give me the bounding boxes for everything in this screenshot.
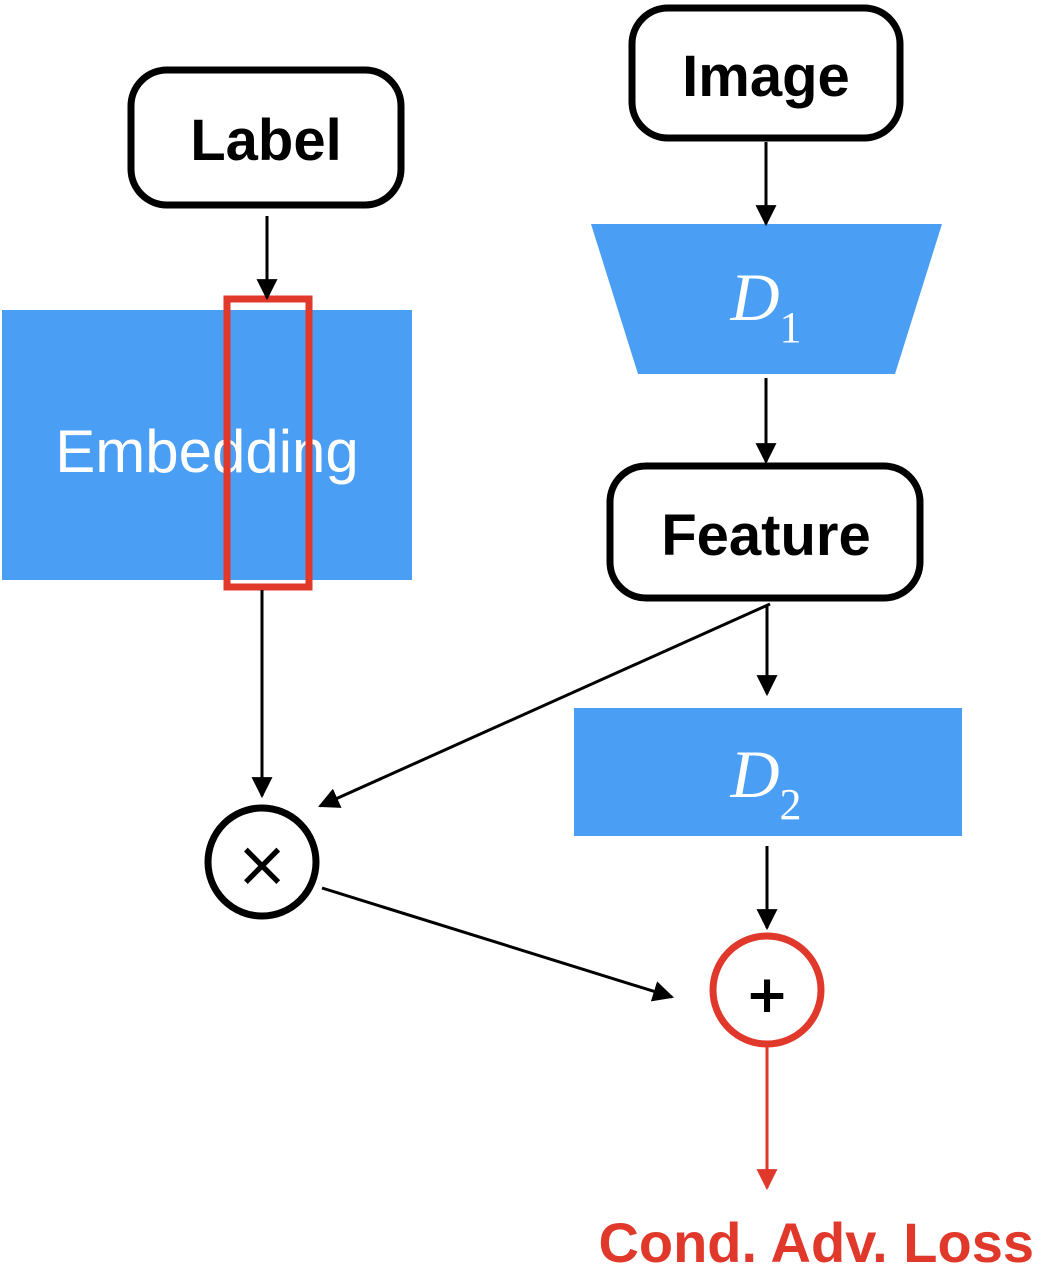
edge-multiply-to-add bbox=[321, 886, 675, 1002]
edge-feature-to-multiply bbox=[318, 602, 771, 808]
feature-node: Feature bbox=[606, 462, 924, 602]
add-symbol: + bbox=[745, 965, 789, 1025]
label-node-text: Label bbox=[190, 108, 342, 173]
feature-node-text: Feature bbox=[661, 503, 871, 568]
image-node-text: Image bbox=[682, 44, 850, 109]
embedding-text: Embedding bbox=[55, 418, 359, 485]
image-node: Image bbox=[628, 4, 904, 142]
d2-label: D2 bbox=[729, 736, 801, 829]
label-node: Label bbox=[127, 66, 405, 209]
d2-block: D2 bbox=[574, 708, 962, 836]
loss-label: Cond. Adv. Loss bbox=[598, 1211, 1034, 1274]
add-operator: + bbox=[709, 932, 825, 1048]
embedding-block: Embedding bbox=[2, 295, 412, 591]
multiply-operator: × bbox=[204, 804, 320, 920]
multiply-symbol: × bbox=[235, 828, 289, 902]
d1-label: D1 bbox=[729, 259, 801, 352]
d1-block: D1 bbox=[591, 224, 942, 374]
